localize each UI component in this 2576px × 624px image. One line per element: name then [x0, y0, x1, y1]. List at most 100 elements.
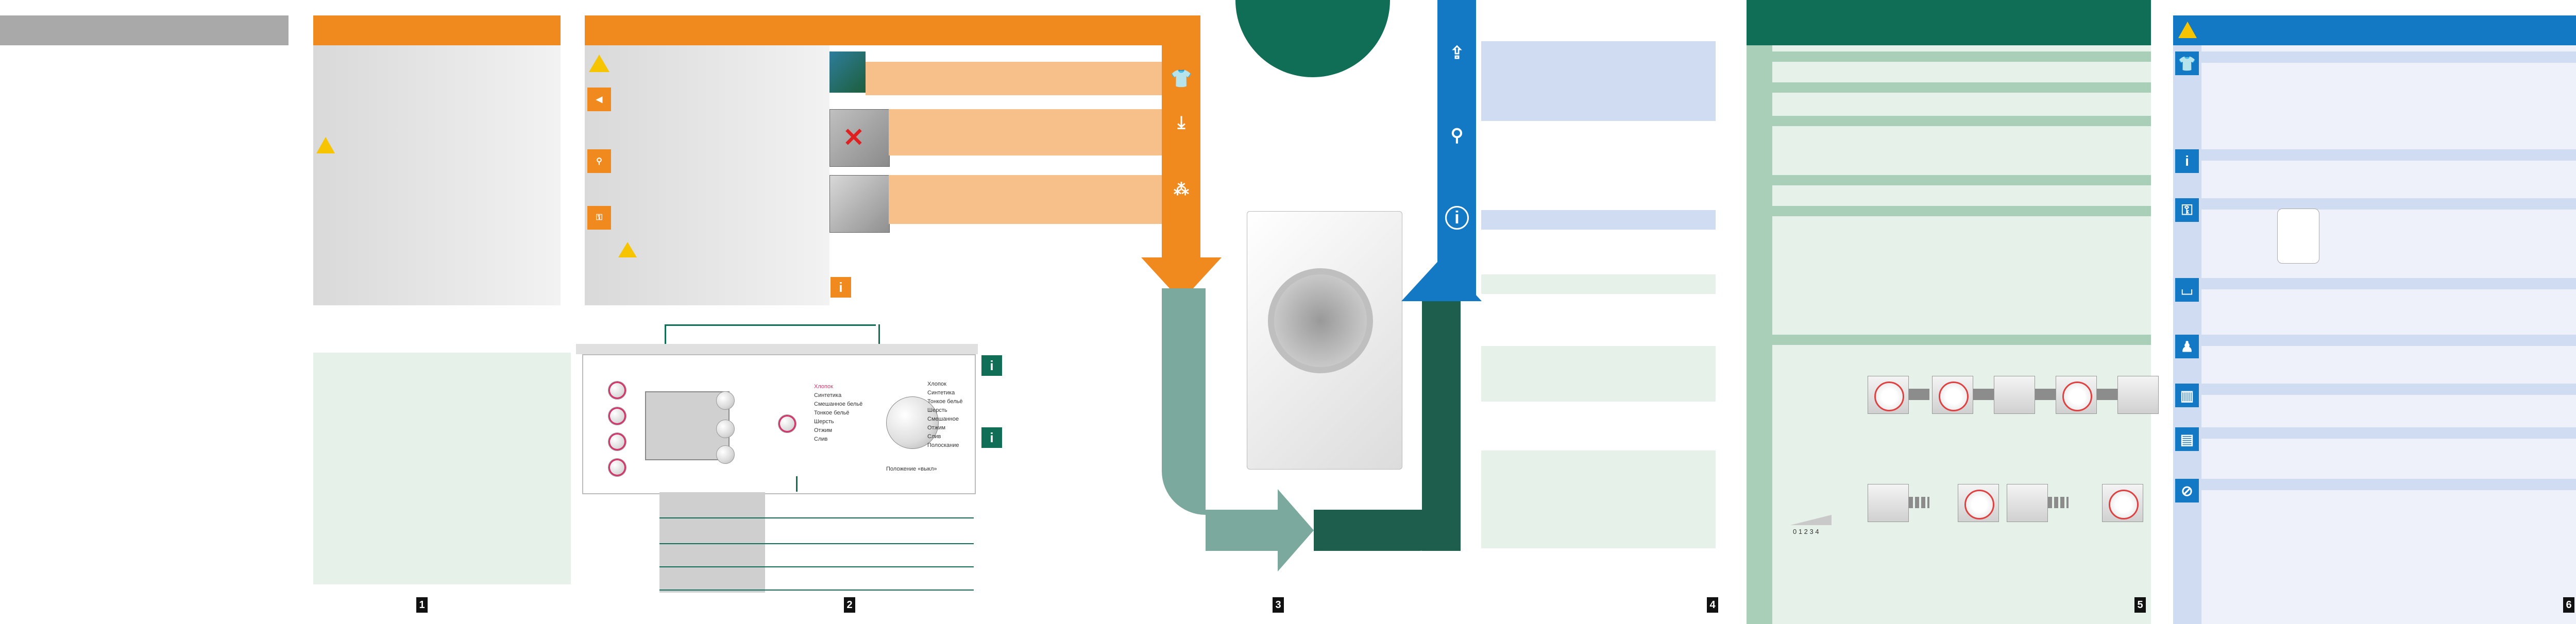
program-left-7: Слив	[814, 436, 828, 442]
washing-machine-image	[1247, 211, 1402, 470]
band-1	[866, 62, 1162, 95]
button-6[interactable]	[716, 420, 735, 438]
page-number-1: 1	[416, 597, 428, 613]
connector-line	[665, 324, 666, 345]
info-icon: i	[2175, 149, 2199, 173]
clothes-photo	[829, 51, 866, 93]
teal-arrow-head	[1278, 489, 1314, 571]
page4-green-box-3	[1481, 450, 1716, 548]
band-2	[889, 109, 1162, 155]
teal-curved-arrow-bottom	[1206, 510, 1278, 551]
child-lock-icon: ⚿	[587, 206, 611, 230]
connector-line	[796, 476, 798, 492]
warning-icon	[316, 137, 335, 153]
basket-icon: ▥	[2175, 384, 2199, 407]
page5-bar-3	[1772, 116, 2151, 126]
page6-bar-8	[2201, 479, 2576, 490]
connector-line	[665, 324, 876, 326]
program-left-3: Смешанное бельё	[814, 401, 863, 407]
green-circle	[1235, 0, 1390, 77]
start-button[interactable]	[778, 414, 796, 433]
step-arrow	[1973, 389, 1994, 400]
detergent-icon: ⁂	[1174, 181, 1189, 198]
info-icon: i	[1445, 206, 1469, 230]
table-line	[659, 566, 974, 567]
program-left-4: Тонкое бельё	[814, 410, 850, 416]
step-arrow	[1909, 497, 1929, 508]
page6-bar-3	[2201, 198, 2576, 210]
page6-header	[2173, 15, 2576, 45]
program-right-5: Смешанное	[927, 416, 959, 422]
info-icon: i	[981, 355, 1002, 376]
page5-bar-5	[1772, 206, 2151, 216]
program-left-1: Хлопок	[814, 384, 833, 390]
page6-bar-4	[2201, 278, 2576, 289]
program-right-7: Слив	[927, 434, 941, 440]
drain-icon: ⤓	[1177, 112, 1185, 132]
step-image-6	[1868, 484, 1909, 522]
page2-grey-panel	[313, 45, 561, 305]
band-3	[889, 175, 1162, 224]
step-arrow	[2035, 389, 2056, 400]
program-left-6: Отжим	[814, 427, 833, 434]
step-image-3	[1994, 376, 2035, 414]
page4-blue-box	[1481, 41, 1716, 121]
step-arrow	[2048, 497, 2069, 508]
button-7[interactable]	[716, 445, 735, 464]
table-line	[659, 517, 974, 518]
page2-green-panel	[313, 353, 571, 584]
page3-grey-panel	[585, 45, 829, 305]
program-left-2: Синтетика	[814, 392, 842, 398]
page4-green-box-2	[1481, 346, 1716, 402]
tap-icon: ⚲	[1450, 126, 1464, 145]
button-2[interactable]	[608, 407, 626, 425]
button-1[interactable]	[608, 381, 626, 400]
page5-side-column	[1747, 45, 1772, 624]
page6-bar-6	[2201, 384, 2576, 395]
page5-bar-6	[1772, 335, 2151, 345]
no-wash-icon: ⊘	[2175, 479, 2199, 502]
dark-green-upward	[1422, 293, 1461, 551]
page5-bar-2	[1772, 82, 2151, 93]
upload-icon: ⇪	[1449, 43, 1465, 63]
page4-green-box-1	[1481, 274, 1716, 294]
program-right-4: Шерсть	[927, 407, 947, 413]
page-number-4: 4	[1707, 597, 1718, 613]
step-image-8	[2007, 484, 2048, 522]
table-line	[659, 590, 974, 591]
program-dial[interactable]	[886, 396, 939, 449]
warning-icon	[587, 51, 611, 75]
info-icon: i	[831, 277, 851, 298]
table-line	[659, 543, 974, 544]
button-5[interactable]	[716, 391, 735, 410]
info-icon: i	[981, 427, 1002, 448]
drum-photo: ✕	[829, 109, 890, 167]
warning-icon	[618, 242, 637, 257]
page6-bar-1	[2201, 51, 2576, 63]
step-image-4	[2056, 376, 2097, 414]
page6-bar-2	[2201, 149, 2576, 161]
page1-header-bar	[0, 15, 289, 45]
person-icon: ♟	[2175, 335, 2199, 358]
program-right-8: Полоскание	[927, 442, 959, 448]
program-right-1: Хлопок	[927, 381, 946, 387]
tshirt-illustration	[2277, 209, 2319, 264]
panel-header-strip	[576, 344, 978, 354]
button-3[interactable]	[608, 432, 626, 451]
step-image-7	[1958, 484, 1999, 522]
button-4[interactable]	[608, 458, 626, 477]
detergent-drawer-photo	[829, 175, 890, 233]
page-number-5: 5	[2134, 597, 2146, 613]
child-lock-icon: ⚿	[2175, 198, 2199, 222]
table-grey-column	[659, 492, 765, 593]
page5-bar-4	[1772, 175, 2151, 185]
step-image-1	[1868, 376, 1909, 414]
step-image-5	[2117, 376, 2159, 414]
blue-column	[1437, 0, 1476, 299]
tap-icon: ⚲	[587, 149, 611, 173]
page4-blue-bar	[1481, 210, 1716, 230]
program-right-6: Отжим	[927, 425, 946, 431]
panel-icon: ▤	[2175, 427, 2199, 451]
level-digits: 0 1 2 3 4	[1793, 528, 1819, 535]
step-image-2	[1932, 376, 1973, 414]
